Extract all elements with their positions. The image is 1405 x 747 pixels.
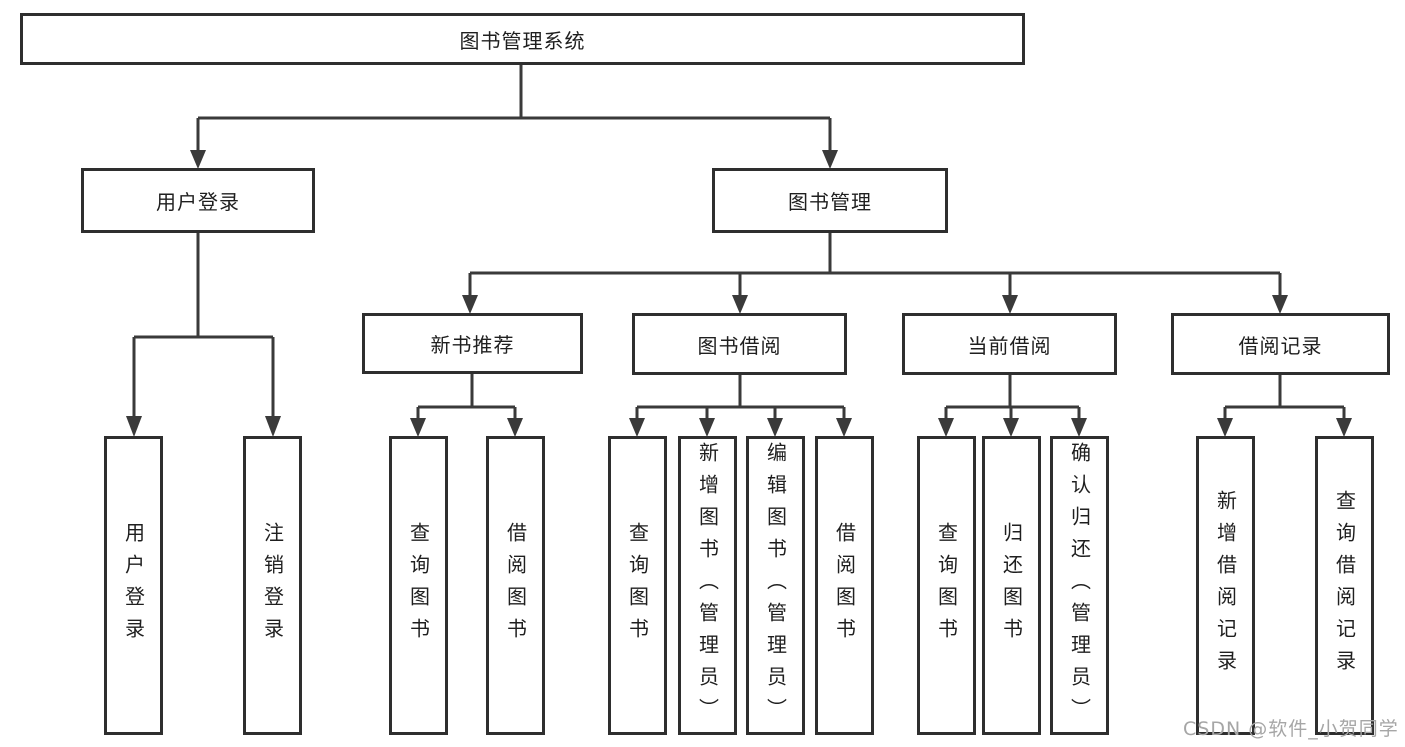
node-new-book-recommend: 新书推荐 — [362, 313, 583, 374]
leaf-add-book-admin: 新增图书（管理员） — [678, 436, 737, 735]
node-label: 借阅图书 — [503, 521, 528, 650]
node-label: 借阅记录 — [1238, 333, 1323, 358]
node-label: 新增图书（管理员） — [695, 441, 720, 730]
leaf-query-books-current: 查询图书 — [917, 436, 976, 735]
node-label: 查询图书 — [934, 521, 959, 650]
node-label: 图书借阅 — [697, 333, 782, 358]
leaf-query-books-recommend: 查询图书 — [389, 436, 448, 735]
node-user-login: 用户登录 — [81, 168, 315, 233]
node-current-borrow: 当前借阅 — [902, 313, 1117, 375]
node-book-borrow: 图书借阅 — [632, 313, 847, 375]
leaf-logout: 注销登录 — [243, 436, 302, 735]
watermark: CSDN @软件_小贺同学 — [1183, 718, 1399, 740]
node-borrow-records: 借阅记录 — [1171, 313, 1390, 375]
leaf-edit-book-admin: 编辑图书（管理员） — [746, 436, 805, 735]
node-label: 用户登录 — [121, 521, 146, 650]
leaf-query-borrow-record: 查询借阅记录 — [1315, 436, 1374, 735]
node-root: 图书管理系统 — [20, 13, 1025, 65]
node-label: 新书推荐 — [430, 333, 515, 357]
node-book-management: 图书管理 — [712, 168, 948, 233]
node-label: 编辑图书（管理员） — [763, 441, 788, 730]
node-label: 借阅图书 — [832, 521, 857, 650]
node-label: 归还图书 — [999, 521, 1024, 650]
node-label: 新增借阅记录 — [1213, 489, 1238, 682]
leaf-borrow-books-recommend: 借阅图书 — [486, 436, 545, 735]
leaf-confirm-return-admin: 确认归还（管理员） — [1050, 436, 1109, 735]
leaf-return-book: 归还图书 — [982, 436, 1041, 735]
node-label: 查询图书 — [625, 521, 650, 650]
node-label: 注销登录 — [260, 521, 285, 650]
leaf-query-books-borrow: 查询图书 — [608, 436, 667, 735]
node-label: 确认归还（管理员） — [1067, 441, 1092, 730]
node-label: 当前借阅 — [967, 333, 1052, 358]
leaf-borrow-books: 借阅图书 — [815, 436, 874, 735]
node-label: 图书管理系统 — [459, 28, 586, 53]
node-label: 查询图书 — [406, 521, 431, 650]
node-label: 查询借阅记录 — [1332, 489, 1357, 682]
leaf-add-borrow-record: 新增借阅记录 — [1196, 436, 1255, 735]
node-label: 用户登录 — [156, 190, 240, 214]
leaf-user-login: 用户登录 — [104, 436, 163, 735]
node-label: 图书管理 — [788, 190, 872, 214]
